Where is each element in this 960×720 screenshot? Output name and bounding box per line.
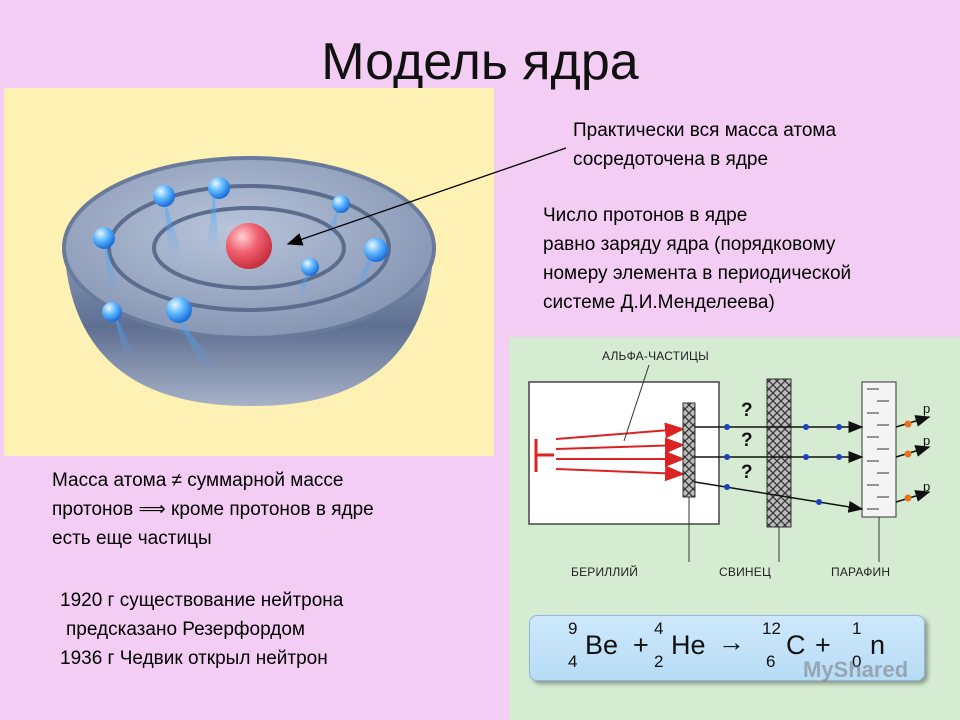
n-charge-number: 0 xyxy=(852,652,862,671)
electron xyxy=(332,195,350,213)
electron xyxy=(301,258,319,276)
protons-note-line: системе Д.И.Менделеева) xyxy=(543,292,775,313)
paraffin-block xyxy=(861,381,897,518)
he-symbol: He xyxy=(671,630,706,660)
beryllium-label: БЕРИЛЛИЙ xyxy=(571,565,639,579)
proton-label: p xyxy=(923,433,931,448)
mass-sum-line: есть еще частицы xyxy=(52,528,212,549)
mass-note-line: сосредоточена в ядре xyxy=(573,149,769,170)
be-symbol: Be xyxy=(585,630,619,660)
electron xyxy=(208,177,230,199)
inner-orbit xyxy=(152,206,346,290)
neutron-experiment-diagram: АЛЬФА-ЧАСТИЦЫ БЕРИЛЛИЙ СВИНЕЦ ПАРАФИН ? … xyxy=(509,337,960,720)
atom-model-illustration xyxy=(4,88,494,456)
lead-label: СВИНЕЦ xyxy=(719,565,772,579)
beryllium-plate xyxy=(682,402,696,498)
protons-note-line: номеру элемента в периодической xyxy=(543,263,852,284)
watermark: MyShared xyxy=(803,657,909,682)
he-mass-number: 4 xyxy=(654,619,664,638)
plus-sign: + xyxy=(815,630,831,660)
electron xyxy=(93,227,115,249)
nuclear-reaction-formula: 9 4 Be + 4 2 He → 12 6 C + 1 0 n xyxy=(529,615,925,681)
protons-note-line: Число протонов в ядре xyxy=(543,205,748,226)
question-mark: ? xyxy=(741,430,753,451)
history-line: 1936 г Чедвик открыл нейтрон xyxy=(60,648,328,669)
n-symbol: n xyxy=(870,630,886,660)
alpha-rays xyxy=(555,422,685,482)
alpha-particles-label: АЛЬФА-ЧАСТИЦЫ xyxy=(602,349,709,363)
neutron-rays xyxy=(694,415,931,513)
nucleus xyxy=(226,223,272,269)
be-mass-number: 9 xyxy=(568,619,578,638)
c-mass-number: 12 xyxy=(762,619,781,638)
history-line: 1920 г существование нейтрона xyxy=(60,590,344,611)
mass-note: Практически вся масса атома сосредоточен… xyxy=(573,116,836,174)
protons xyxy=(904,420,912,502)
mass-note-line: Практически вся масса атома xyxy=(573,120,837,141)
electron xyxy=(364,238,388,262)
page-title: Модель ядра xyxy=(321,33,639,91)
electron xyxy=(102,302,122,322)
c-symbol: C xyxy=(786,630,806,660)
proton-label: p xyxy=(923,401,931,416)
outer-orbit xyxy=(107,184,391,312)
c-charge-number: 6 xyxy=(766,652,776,671)
reaction-arrow: → xyxy=(718,627,745,657)
mass-sum-line: Масса атома ≠ суммарной массе xyxy=(52,470,344,491)
plus-sign: + xyxy=(633,630,649,660)
alpha-source xyxy=(534,439,554,472)
electron xyxy=(166,297,192,323)
n-mass-number: 1 xyxy=(852,619,862,638)
protons-note: Число протонов в ядре равно заряду ядра … xyxy=(543,201,851,317)
mass-sum-line: протонов ⟹ кроме протонов в ядре xyxy=(52,499,374,520)
history-note: 1920 г существование нейтрона предсказан… xyxy=(60,586,343,673)
electron xyxy=(153,185,175,207)
he-charge-number: 2 xyxy=(654,652,664,671)
neutrons xyxy=(724,424,842,505)
paraffin-label: ПАРАФИН xyxy=(831,565,891,579)
be-charge-number: 4 xyxy=(568,652,578,671)
question-mark: ? xyxy=(741,462,753,483)
lead-plate xyxy=(766,378,792,528)
history-line: предсказано Резерфордом xyxy=(66,619,305,640)
proton-label: p xyxy=(923,479,931,494)
question-mark: ? xyxy=(741,400,753,421)
protons-note-line: равно заряду ядра (порядковому xyxy=(543,234,836,255)
mass-sum-note: Масса атома ≠ суммарной массе протонов ⟹… xyxy=(52,466,374,553)
